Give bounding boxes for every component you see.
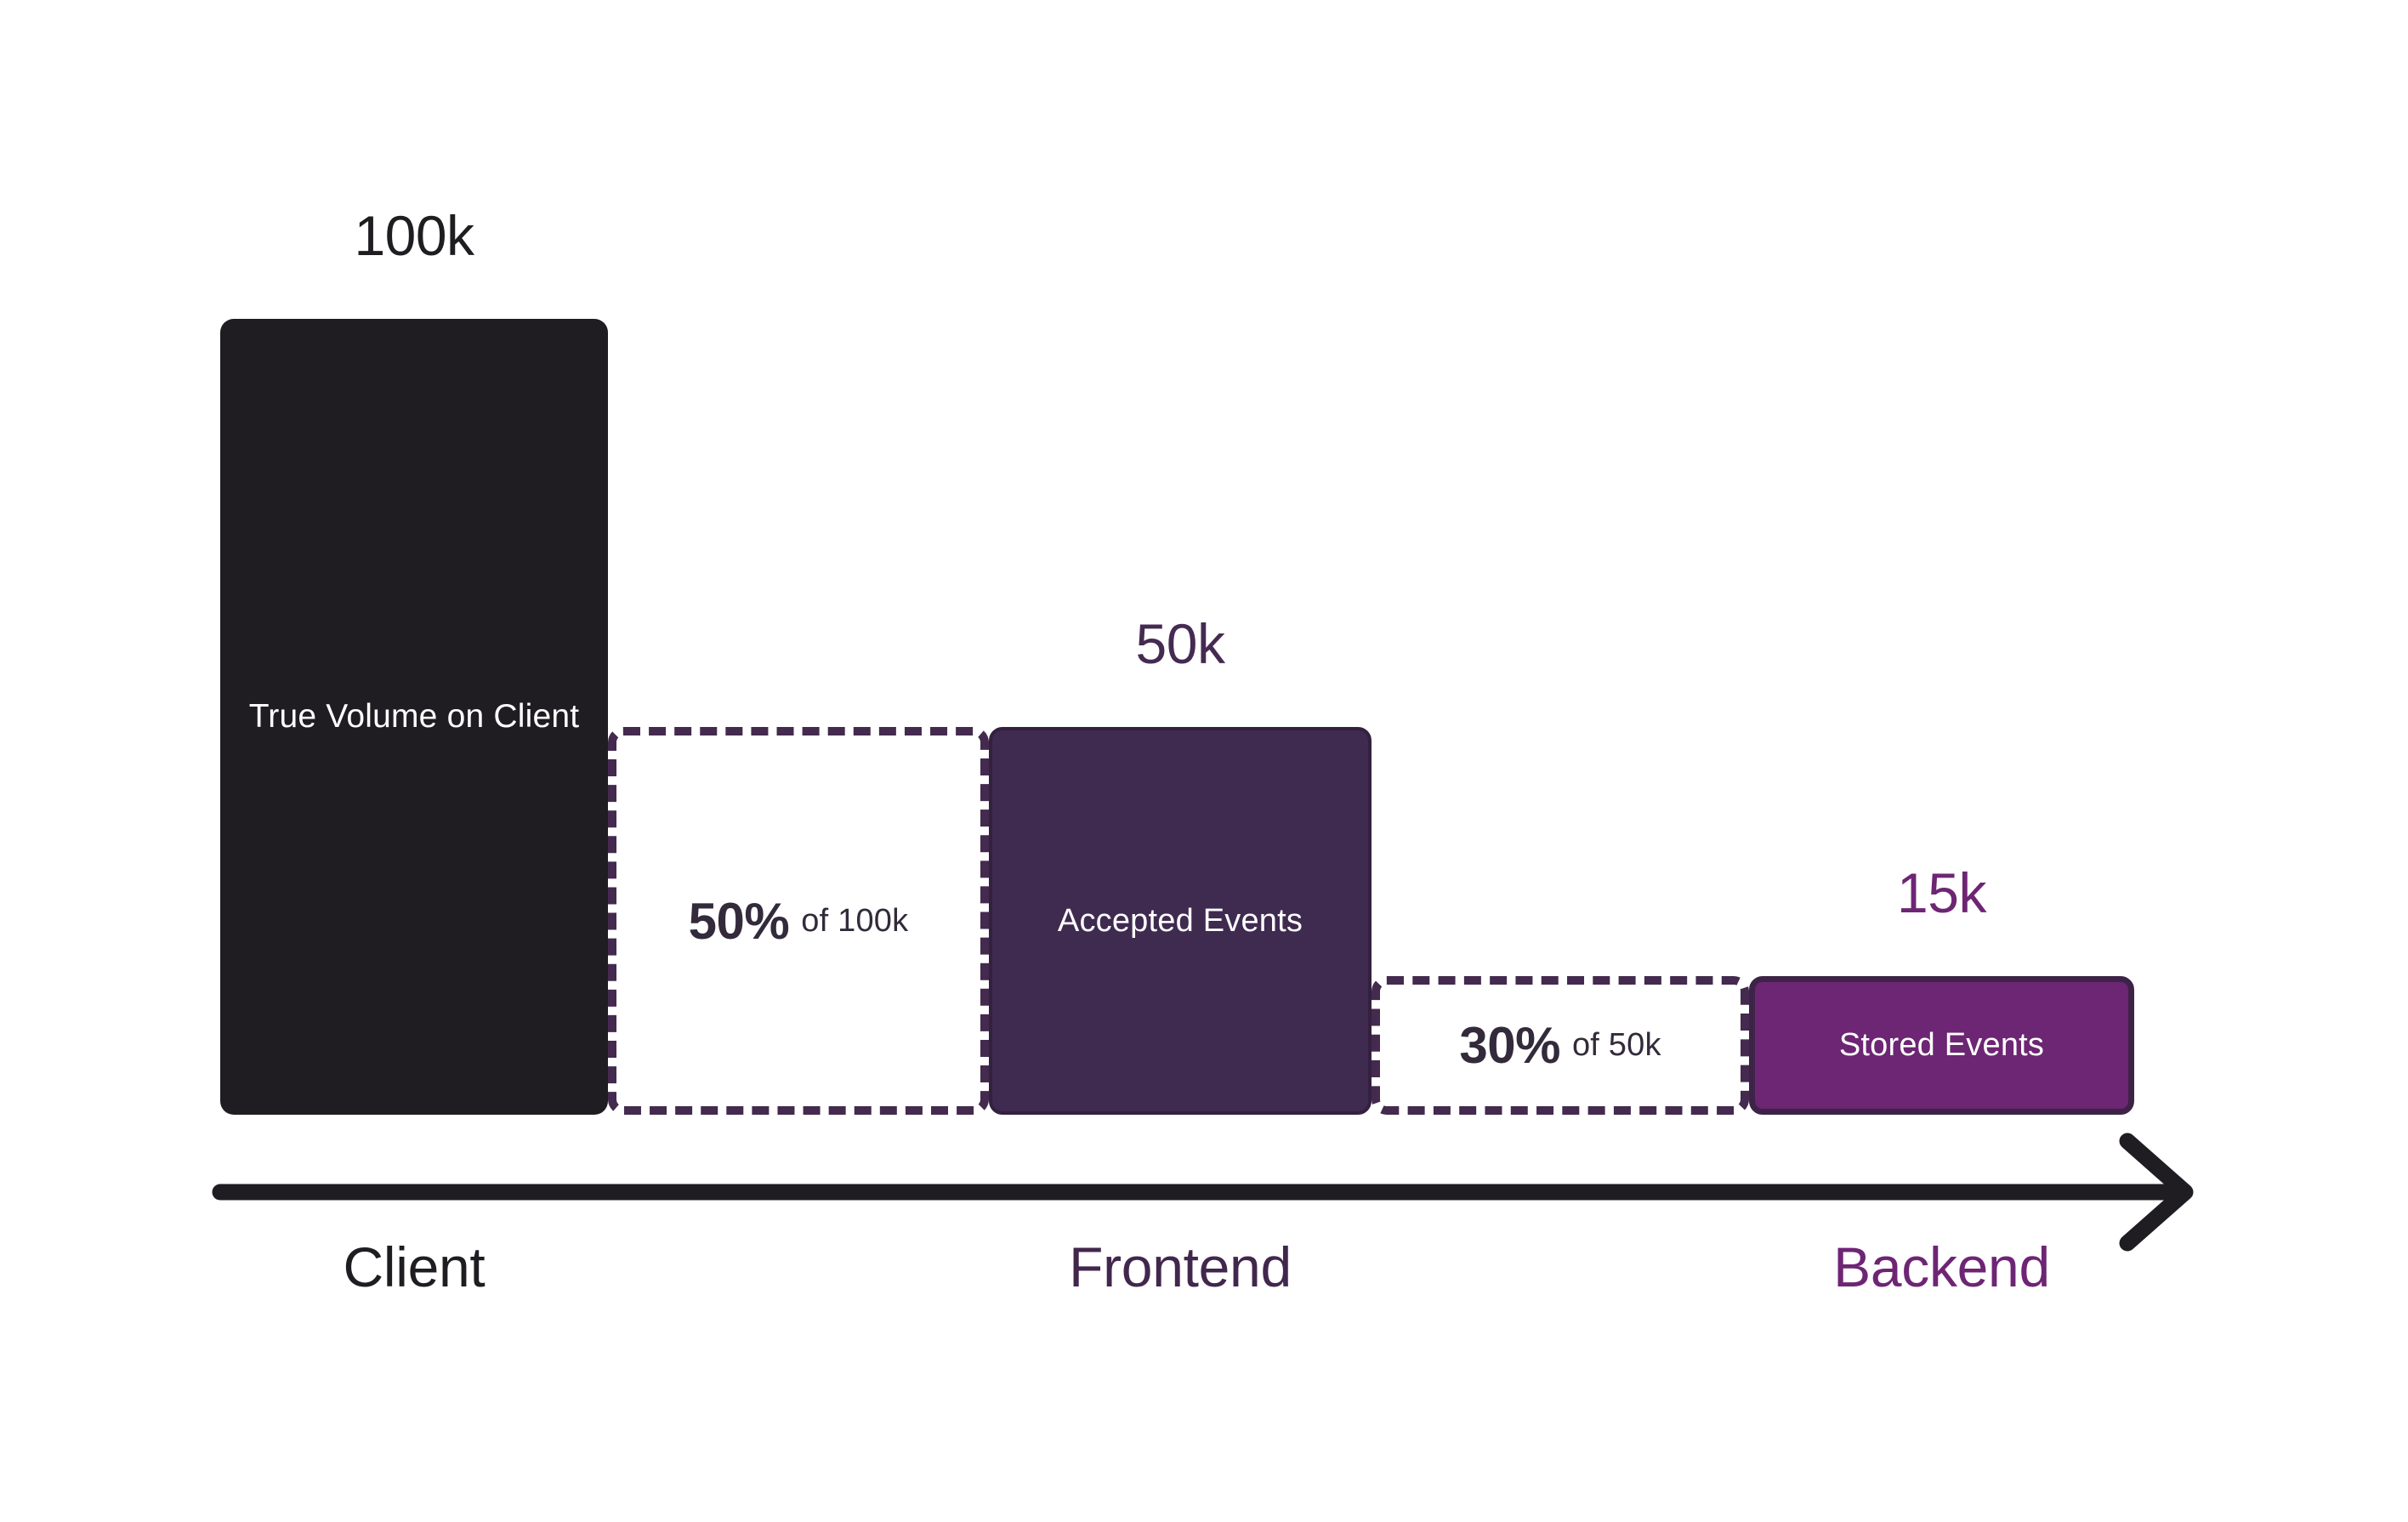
drop-off-2-base: of 50k: [1571, 1027, 1661, 1063]
stage-caption-client: Client: [343, 1235, 486, 1298]
bar-frontend-label: Accepted Events: [1057, 902, 1303, 939]
value-label-client: 100k: [354, 204, 474, 267]
axis-arrow-icon: [212, 1133, 2194, 1252]
drop-off-1-percent: 50%: [688, 892, 790, 950]
drop-off-1-base: of 100k: [801, 902, 909, 939]
value-label-frontend: 50k: [1135, 612, 1225, 675]
drop-off-box-2: 30% of 50k: [1372, 976, 1749, 1115]
value-label-backend: 15k: [1897, 861, 1986, 924]
bar-frontend: Accepted Events: [989, 727, 1372, 1115]
bar-backend-label: Stored Events: [1838, 1027, 2045, 1064]
drop-off-box-1: 50% of 100k: [608, 727, 989, 1115]
drop-off-2-percent: 30%: [1459, 1017, 1560, 1074]
stage-caption-frontend: Frontend: [1069, 1235, 1292, 1298]
stage-caption-backend: Backend: [1833, 1235, 2050, 1298]
bar-backend: Stored Events: [1749, 976, 2134, 1115]
bar-client: True Volume on Client: [220, 319, 608, 1115]
bar-client-label: True Volume on Client: [248, 698, 580, 735]
